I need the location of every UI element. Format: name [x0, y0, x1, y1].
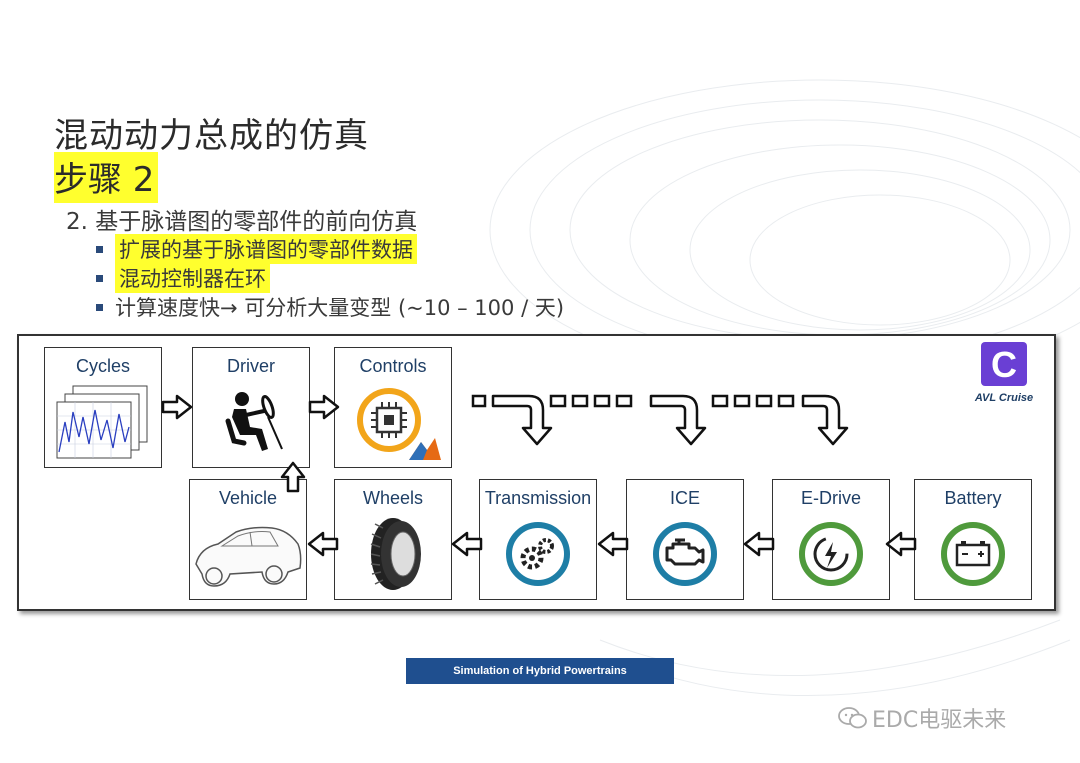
slide-title: 混动动力总成的仿真 [54, 116, 369, 156]
battery-icon [915, 510, 1031, 598]
arrow-right-icon [308, 394, 340, 420]
block-label: E-Drive [800, 488, 861, 508]
block-edrive: E-Drive [772, 479, 890, 600]
control-signal-bus [471, 394, 849, 446]
step-label: 步骤 2 [54, 152, 159, 203]
arrow-left-icon [743, 531, 775, 557]
block-label: Vehicle [218, 488, 278, 508]
block-label: Driver [227, 356, 275, 376]
engine-icon [627, 510, 743, 598]
arrow-left-icon [451, 531, 483, 557]
arrow-left-icon [885, 531, 917, 557]
watermark-text: EDC电驱未来 [872, 708, 1007, 733]
arrow-right-icon [161, 394, 193, 420]
arrow-left-icon [307, 531, 339, 557]
bullet-square-icon [96, 245, 103, 253]
block-label: Cycles [75, 356, 130, 376]
drive-cycle-chart-icon [45, 378, 161, 466]
block-label: Transmission [484, 488, 592, 508]
avl-cruise-logo: C AVL Cruise [964, 342, 1044, 404]
controller-chip-icon [335, 378, 451, 466]
block-vehicle: Vehicle [189, 479, 307, 600]
driver-seated-icon [193, 378, 309, 466]
avl-logo-icon: C [981, 342, 1027, 386]
block-driver: Driver [192, 347, 310, 468]
footer-banner: Simulation of Hybrid Powertrains [406, 658, 674, 684]
sub-bullet-text: 混动控制器在环 [115, 263, 270, 293]
block-controls: Controls [334, 347, 452, 468]
powertrain-diagram: Cycles Driver [17, 334, 1056, 611]
arrow-left-icon [597, 531, 629, 557]
wechat-icon [838, 707, 867, 729]
block-ice: ICE [626, 479, 744, 600]
block-label: ICE [669, 488, 700, 508]
gears-icon [480, 510, 596, 598]
sub-bullet-3: 计算速度快→ 可分析大量变型 (~10 – 100 / 天) [96, 292, 564, 322]
bullet-square-icon [96, 303, 103, 311]
main-bullet: 2. 基于脉谱图的零部件的前向仿真 [66, 209, 418, 235]
bullet-square-icon [96, 274, 103, 282]
block-label: Wheels [362, 488, 424, 508]
tire-icon [335, 510, 451, 598]
block-label: Battery [944, 488, 1002, 508]
block-label: Controls [359, 356, 427, 376]
avl-cruise-label: AVL Cruise [974, 392, 1034, 404]
sub-bullet-2: 混动控制器在环 [96, 263, 270, 293]
logo-letter: C [991, 344, 1017, 385]
block-battery: Battery [914, 479, 1032, 600]
sub-bullet-text: 计算速度快→ 可分析大量变型 (~10 – 100 / 天) [115, 296, 565, 320]
arrow-up-icon [280, 461, 306, 493]
block-cycles: Cycles [44, 347, 162, 468]
watermark: EDC电驱未来 [838, 702, 1006, 734]
sub-bullet-text: 扩展的基于脉谱图的零部件数据 [115, 234, 417, 264]
block-transmission: Transmission [479, 479, 597, 600]
electric-motor-icon [773, 510, 889, 598]
car-outline-icon [190, 510, 306, 598]
sub-bullet-1: 扩展的基于脉谱图的零部件数据 [96, 234, 417, 264]
block-wheels: Wheels [334, 479, 452, 600]
